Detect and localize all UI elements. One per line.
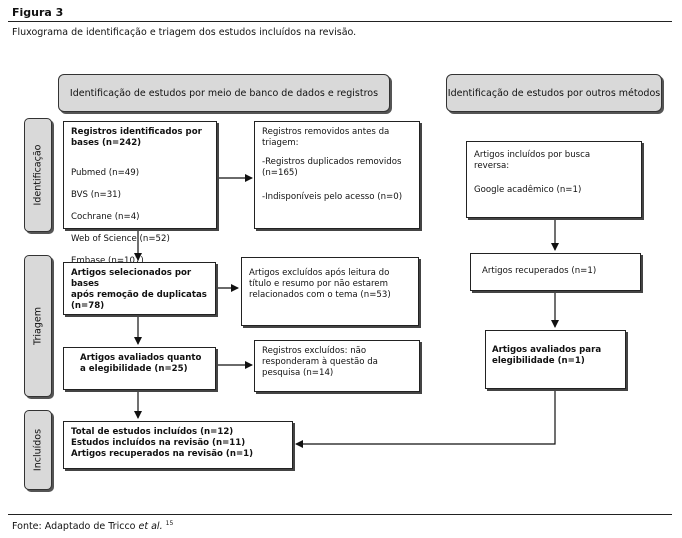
included-total: Total de estudos incluídos (n=12) xyxy=(71,427,234,437)
figure-source-text: Fonte: Adaptado de Tricco xyxy=(12,521,136,533)
reverse-search-source: Google acadêmico (n=1) xyxy=(474,185,582,195)
records-removed-duplicates: -Registros duplicados removidos (n=165) xyxy=(262,157,402,178)
header-other-methods: Identificação de estudos por outros méto… xyxy=(446,74,662,112)
arrow-eligibility-to-included xyxy=(295,389,556,448)
records-identified-item: Cochrane (n=4) xyxy=(71,212,140,222)
records-identified-item: Pubmed (n=49) xyxy=(71,168,140,178)
records-identified-item: Web of Science (n=52) xyxy=(71,234,170,244)
box-articles-selected: Artigos selecionados por bases após remo… xyxy=(63,262,216,315)
figure-source: Fonte: Adaptado de Tricco et al. 15 xyxy=(12,520,173,532)
records-removed-title: Registros removidos antes da triagem: xyxy=(262,127,390,148)
header-other-methods-label: Identificação de estudos por outros méto… xyxy=(447,87,661,99)
figure-label: Figura 3 xyxy=(12,6,64,19)
bottom-rule xyxy=(8,514,672,515)
figure-source-ref: 15 xyxy=(165,520,174,527)
box-articles-excluded: Artigos excluídos após leitura do título… xyxy=(241,257,419,326)
articles-excluded-text: Artigos excluídos após leitura do título… xyxy=(249,268,391,300)
header-databases: Identificação de estudos por meio de ban… xyxy=(58,74,390,112)
figure-source-etal: et al. xyxy=(138,521,163,533)
box-articles-recovered: Artigos recuperados (n=1) xyxy=(470,253,641,291)
records-identified-item: BVS (n=31) xyxy=(71,190,121,200)
box-included-studies: Total de estudos incluídos (n=12) Estudo… xyxy=(63,421,293,469)
top-rule xyxy=(8,21,672,22)
phase-identification: Identificação xyxy=(24,118,52,232)
phase-screening: Triagem xyxy=(24,255,52,397)
records-excluded-text: Registros excluídos: não responderam à q… xyxy=(262,346,378,378)
box-articles-assessed: Artigos avaliados quanto a elegibilidade… xyxy=(63,347,216,390)
reverse-search-title: Artigos incluídos por busca reversa: xyxy=(474,150,591,171)
box-reverse-search: Artigos incluídos por busca reversa: Goo… xyxy=(466,141,642,218)
included-recovered: Artigos recuperados na revisão (n=1) xyxy=(71,449,254,459)
box-records-excluded: Registros excluídos: não responderam à q… xyxy=(254,340,420,392)
box-records-removed: Registros removidos antes da triagem: -R… xyxy=(254,121,420,229)
articles-recovered-text: Artigos recuperados (n=1) xyxy=(482,266,597,276)
included-review: Estudos incluídos na revisão (n=11) xyxy=(71,438,246,448)
articles-eligibility-text: Artigos avaliados para elegibilidade (n=… xyxy=(492,345,602,366)
articles-selected-text: Artigos selecionados por bases após remo… xyxy=(71,268,207,311)
figure-caption: Fluxograma de identificação e triagem do… xyxy=(12,27,357,38)
header-databases-label: Identificação de estudos por meio de ban… xyxy=(69,87,379,99)
articles-assessed-text: Artigos avaliados quanto a elegibilidade… xyxy=(80,353,202,374)
phase-included: Incluídos xyxy=(24,410,52,490)
box-records-identified: Registros identificados por bases (n=242… xyxy=(63,121,217,266)
records-identified-title: Registros identificados por bases (n=242… xyxy=(71,127,202,148)
records-removed-unavailable: -Indisponíveis pelo acesso (n=0) xyxy=(262,192,403,202)
box-articles-eligibility: Artigos avaliados para elegibilidade (n=… xyxy=(485,330,626,389)
records-identified-item: Embase (n=107) xyxy=(71,256,144,266)
